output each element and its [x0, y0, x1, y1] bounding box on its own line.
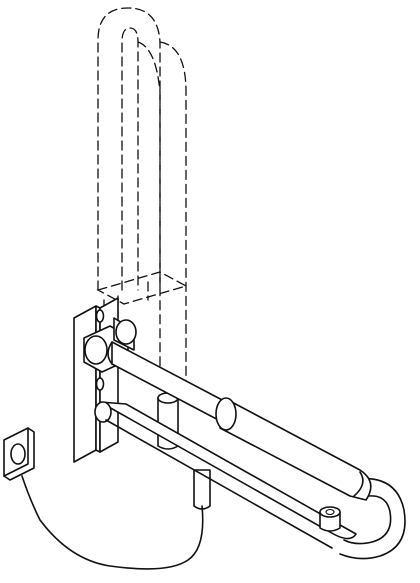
wall-switch: [3, 427, 35, 481]
screw-hole-upper: [95, 309, 105, 323]
lower-rail: [94, 401, 357, 549]
grip-sleeve: [215, 397, 372, 501]
screw-hole-lower: [95, 377, 105, 391]
cable: [21, 475, 204, 570]
rail-knob: [319, 506, 341, 532]
wall-plate: [73, 297, 119, 463]
rail-end-loop: [339, 477, 406, 560]
